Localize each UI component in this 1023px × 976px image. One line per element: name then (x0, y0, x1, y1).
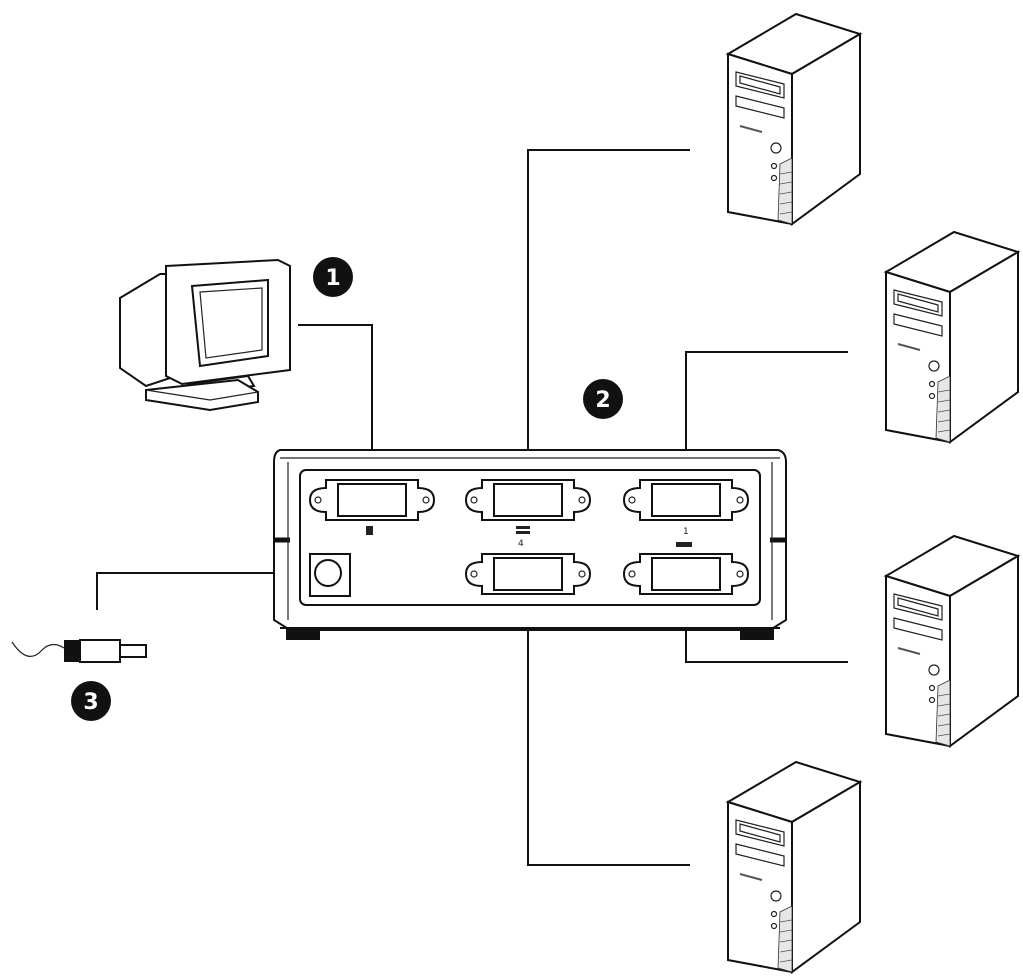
computer-2 (885, 231, 1019, 443)
computer-tower-icon (885, 535, 1019, 747)
pc4-port: 4 (464, 539, 592, 595)
computer-2-cable (685, 351, 848, 478)
power-cable (96, 572, 310, 610)
badge-3: 3 (71, 681, 111, 721)
monitor-icon (119, 258, 291, 412)
computer-1-cable (527, 149, 690, 478)
computer-tower-icon (885, 231, 1019, 443)
monitor-cable (298, 324, 373, 478)
power-jack (309, 553, 351, 597)
monitor-port (308, 479, 436, 535)
computer-4-cable (527, 590, 690, 866)
computer-4 (727, 761, 861, 973)
power-adapter-icon (11, 639, 147, 663)
kvm-switch-icon: 1 4 (273, 449, 787, 640)
computer-1 (727, 13, 861, 225)
pc1-port-label: 1 (683, 527, 689, 537)
computer-3 (885, 535, 1019, 747)
pc1-port: 1 (622, 479, 750, 537)
badge-2-label: 2 (595, 388, 610, 413)
computer-tower-icon (727, 761, 861, 973)
badge-2: 2 (583, 379, 623, 419)
badge-1-label: 1 (325, 266, 340, 291)
computer-tower-icon (727, 13, 861, 225)
pc3-port (622, 542, 750, 595)
badge-3-label: 3 (83, 690, 98, 715)
badge-1: 1 (313, 257, 353, 297)
pc2-port (464, 479, 592, 534)
pc4-port-label: 4 (518, 539, 524, 549)
